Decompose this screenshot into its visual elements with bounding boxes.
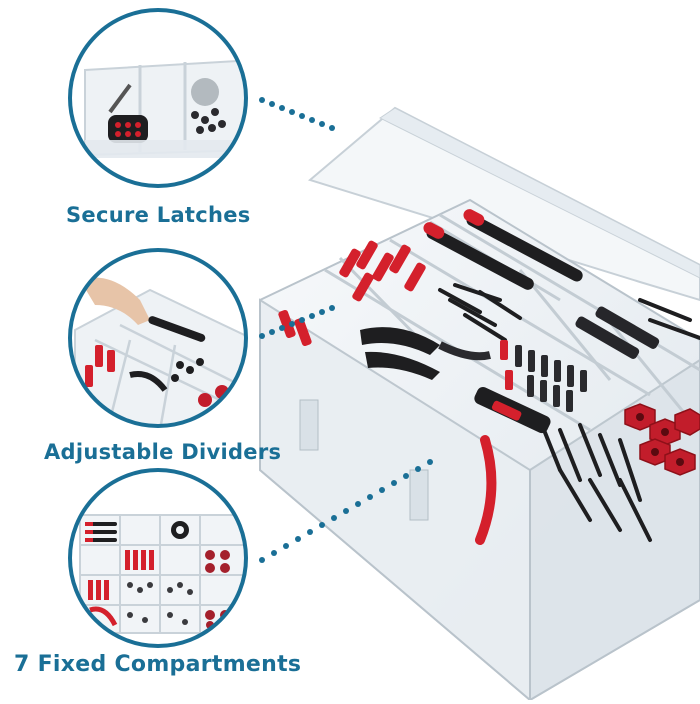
utility-knife [474, 386, 551, 434]
screws [438, 283, 700, 542]
latch-closeup-icon [68, 8, 248, 188]
wall-anchors [278, 240, 426, 347]
open-lid [307, 106, 700, 302]
latch-tab [299, 399, 319, 451]
pliers [360, 327, 491, 380]
organizer-box [259, 106, 700, 703]
feature-label-adjustable-dividers: Adjustable Dividers [44, 440, 282, 464]
feature-label-secure-latches: Secure Latches [66, 203, 251, 227]
organizer-topview-icon [68, 468, 248, 648]
red-tool [475, 435, 497, 545]
latch-tab [409, 469, 429, 521]
divider-closeup-icon [68, 248, 248, 428]
feature-label-fixed-compartments: 7 Fixed Compartments [14, 652, 302, 677]
leader-lines [259, 97, 433, 563]
screwdrivers [423, 209, 583, 290]
bolts [575, 306, 660, 359]
bit-set [515, 345, 587, 412]
